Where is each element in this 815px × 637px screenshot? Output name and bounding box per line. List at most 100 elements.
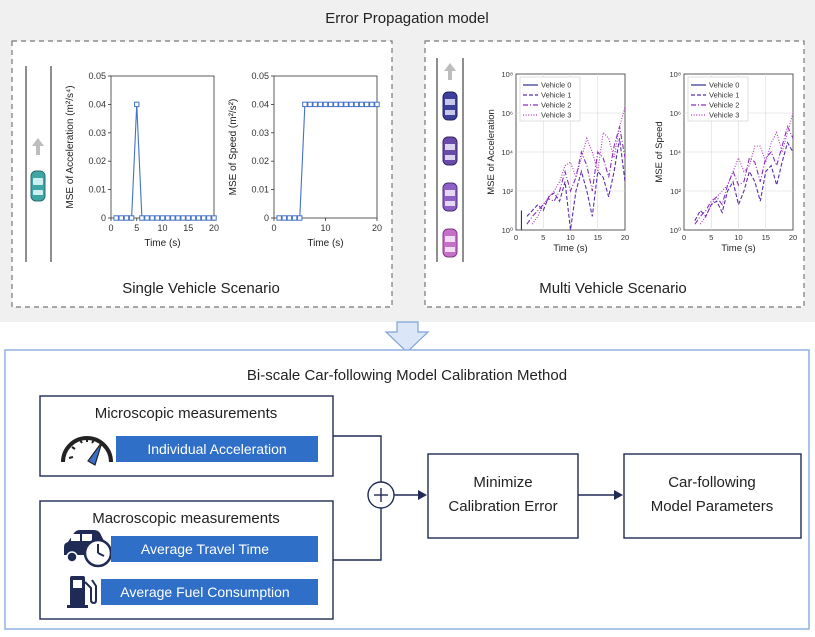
data-point: [286, 215, 293, 221]
y-tick-label: 0.05: [251, 71, 269, 81]
y-tick-label: 10⁴: [501, 148, 513, 157]
x-axis-label: Time (s): [721, 243, 755, 254]
y-axis-label: MSE of Speed (m²/s²): [228, 99, 239, 196]
data-point: [118, 215, 124, 221]
data-point: [201, 215, 207, 221]
x-tick-label: 5: [134, 223, 139, 233]
micro-title: Microscopic measurements: [95, 405, 278, 422]
connector-lines: [333, 435, 616, 561]
x-tick-label: 5: [541, 233, 545, 242]
y-tick-label: 0.05: [88, 71, 106, 81]
data-point: [343, 101, 349, 108]
y-tick-label: 10⁶: [502, 109, 513, 118]
legend-label: Vehicle 3: [541, 111, 571, 120]
data-point: [276, 215, 282, 221]
series-line: [526, 126, 626, 225]
arrowhead: [418, 490, 427, 500]
plot-frame: [273, 75, 378, 219]
data-point: [190, 215, 197, 221]
legend-label: Vehicle 0: [541, 81, 571, 90]
average-fuel-consumption-label: Average Fuel Consumption: [120, 584, 289, 600]
x-tick-label: 10: [320, 223, 330, 233]
data-point: [348, 101, 354, 108]
up-arrow-icon: [32, 138, 44, 155]
y-axis-label: MSE of Acceleration: [486, 109, 497, 195]
speedometer-icon: [61, 436, 113, 466]
average-travel-time-label: Average Travel Time: [141, 541, 269, 557]
y-tick-label: 0: [264, 213, 269, 223]
output-line1: Car-following: [668, 474, 756, 491]
car-icon: [442, 228, 458, 258]
x-tick-label: 10: [734, 233, 742, 242]
series-line: [526, 138, 626, 231]
x-tick-label: 0: [271, 223, 276, 233]
plus-circle-icon: [367, 481, 395, 509]
y-axis-label: MSE of Speed: [654, 121, 665, 182]
arrowhead: [614, 490, 623, 500]
x-axis-label: Time (s): [307, 238, 343, 249]
x-tick-label: 15: [183, 223, 193, 233]
y-tick-label: 10⁰: [502, 226, 513, 235]
data-point: [128, 215, 135, 221]
data-point: [164, 215, 171, 221]
data-point: [327, 101, 334, 108]
data-point: [139, 215, 145, 221]
individual-acceleration-bar: [116, 436, 318, 462]
data-point: [369, 101, 375, 108]
plot-frame: [110, 75, 215, 219]
bottom-panel-title: Bi-scale Car-following Model Calibration…: [247, 367, 567, 384]
data-point: [206, 215, 212, 221]
data-point: [134, 101, 140, 108]
x-axis-label: Time (s): [144, 238, 180, 249]
minimize-line1: Minimize: [473, 474, 532, 491]
data-point: [302, 101, 308, 108]
legend-label: Vehicle 2: [541, 101, 571, 110]
y-axis-label: MSE of Acceleration (m²/s⁴): [65, 85, 76, 208]
data-point: [364, 101, 370, 108]
y-tick-label: 10²: [502, 187, 513, 196]
y-tick-label: 10⁶: [670, 109, 681, 118]
down-arrow-icon: [384, 321, 430, 353]
fuel-pump-icon: [67, 576, 97, 608]
x-tick-label: 20: [372, 223, 382, 233]
single-road: [25, 66, 52, 262]
data-point: [185, 215, 191, 221]
multi-caption: Multi Vehicle Scenario: [539, 280, 687, 297]
data-point: [149, 215, 155, 221]
car-icon: [30, 170, 46, 202]
x-axis-label: Time (s): [553, 243, 587, 254]
legend-label: Vehicle 2: [709, 101, 739, 110]
top-panel-title: Error Propagation model: [325, 10, 488, 27]
y-tick-label: 0.02: [88, 156, 106, 166]
legend-label: Vehicle 1: [709, 91, 739, 100]
legend-label: Vehicle 0: [709, 81, 739, 90]
data-point: [175, 215, 181, 221]
x-tick-label: 0: [682, 233, 686, 242]
car-icon: [442, 91, 458, 121]
series-line: [694, 125, 794, 225]
data-point: [353, 101, 360, 108]
y-tick-label: 0.01: [88, 185, 106, 195]
x-tick-label: 5: [709, 233, 713, 242]
data-point: [317, 101, 324, 108]
y-tick-label: 0.04: [88, 99, 106, 109]
average-travel-time-bar: [111, 536, 318, 562]
car-icon: [442, 136, 458, 166]
y-tick-label: 10⁰: [670, 226, 681, 235]
x-tick-label: 10: [157, 223, 167, 233]
y-tick-label: 10⁴: [669, 148, 681, 157]
data-point: [374, 101, 380, 108]
x-tick-label: 15: [762, 233, 770, 242]
x-tick-label: 0: [514, 233, 518, 242]
individual-acceleration-label: Individual Acceleration: [147, 441, 286, 457]
data-point: [154, 215, 161, 221]
y-tick-label: 0.03: [88, 128, 106, 138]
data-point: [307, 101, 313, 108]
minimize-box: [427, 453, 579, 539]
x-tick-label: 20: [621, 233, 629, 242]
legend-label: Vehicle 1: [541, 91, 571, 100]
x-tick-label: 10: [566, 233, 574, 242]
